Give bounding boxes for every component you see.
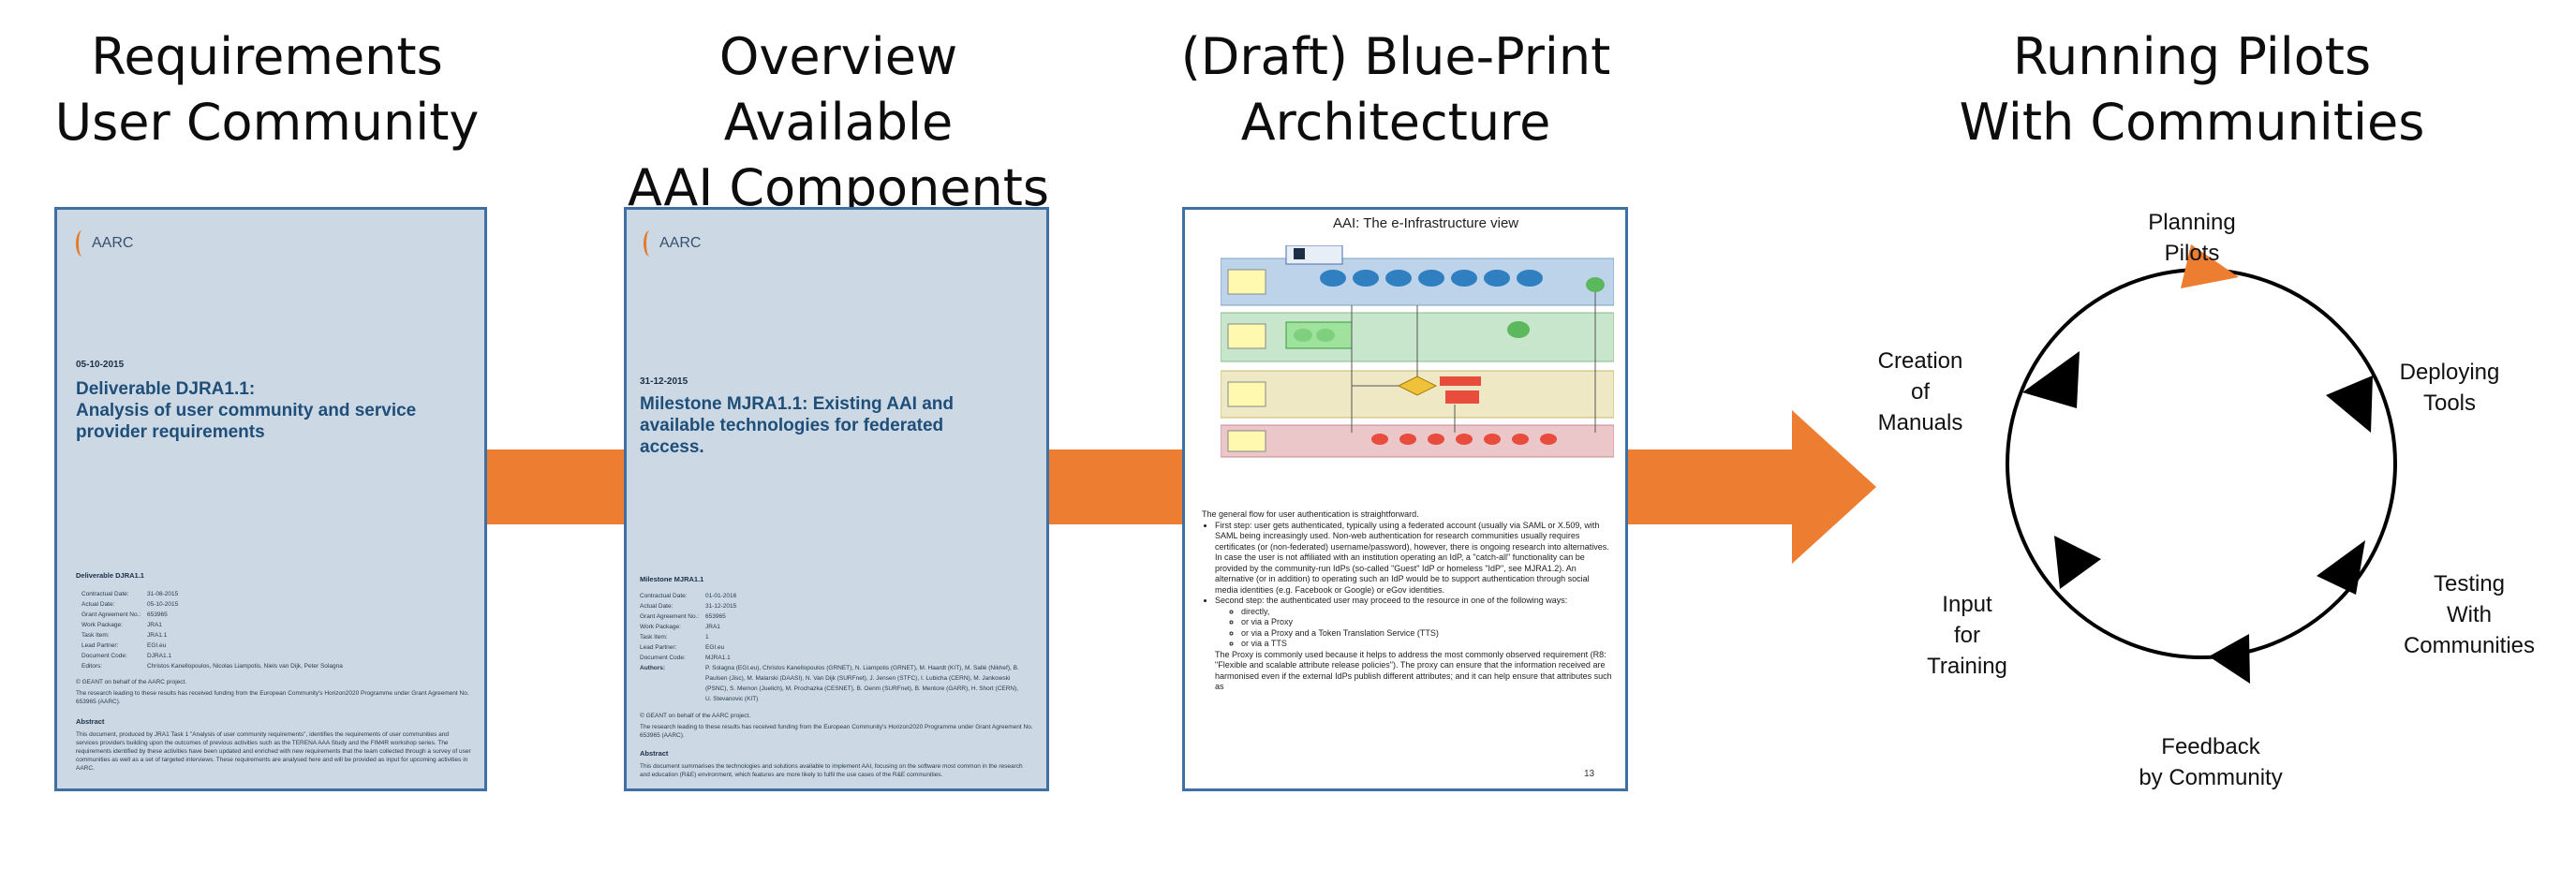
cycle-label-planning: Planning Pilots — [2148, 210, 2236, 266]
heading-requirements: Requirements User Community — [54, 27, 480, 152]
arrow-head — [1623, 410, 1876, 564]
cycle-marker-manuals — [2022, 351, 2080, 408]
architecture-sub-item: or via a Proxy — [1241, 617, 1614, 628]
arrow-segment-1 — [482, 449, 628, 524]
aarc-logo: AARC — [76, 230, 133, 257]
aarc-logo-icon — [76, 230, 88, 257]
aarc-logo-icon — [644, 230, 656, 257]
heading-pilots: Running Pilots With Communities — [1959, 27, 2425, 152]
doc-copyright: © GEANT on behalf of the AARC project. — [76, 679, 187, 685]
doc-funding: The research leading to these results ha… — [76, 690, 469, 705]
cycle-marker-input — [2054, 536, 2101, 589]
architecture-sub-item: or via a Proxy and a Token Translation S… — [1241, 628, 1614, 640]
architecture-intro: The general flow for user authentication… — [1202, 509, 1419, 519]
doc-date: 05-10-2015 — [76, 360, 125, 370]
doc-title: Deliverable DJRA1.1: Analysis of user co… — [76, 379, 417, 442]
cycle-marker-feedback — [2209, 634, 2250, 684]
architecture-diagram — [1221, 245, 1614, 458]
cycle-marker-deploying — [2326, 376, 2373, 433]
architecture-closing: The Proxy is commonly used because it he… — [1215, 649, 1612, 692]
doc-abstract: This document, produced by JRA1 Task 1 "… — [76, 731, 471, 772]
doc-meta-table: Contractual Date:01-01-2016 Actual Date:… — [640, 593, 1019, 702]
architecture-diagram-title: AAI: The e-Infrastructure view — [1333, 215, 1519, 231]
cycle-label-testing: Testing With Communities — [2403, 571, 2536, 658]
architecture-bullet-2: Second step: the authenticated user may … — [1215, 596, 1614, 607]
cycle-label-manuals: Creation of Manuals — [1877, 348, 1963, 435]
doc-funding: The research leading to these results ha… — [640, 724, 1033, 739]
architecture-bullet-1: First step: user gets authenticated, typ… — [1215, 521, 1614, 597]
page-number: 13 — [1584, 769, 1595, 779]
deliverable-djra1-1-document: AARC 05-10-2015 Deliverable DJRA1.1: Ana… — [54, 207, 487, 791]
architecture-text: The general flow for user authentication… — [1202, 509, 1614, 693]
doc-title: Milestone MJRA1.1: Existing AAI and avai… — [640, 394, 955, 457]
doc-copyright: © GEANT on behalf of the AARC project. — [640, 713, 751, 719]
milestone-mjra1-1-document: AARC 31-12-2015 Milestone MJRA1.1: Exist… — [624, 207, 1049, 791]
cycle-label-feedback: Feedback by Community — [2139, 734, 2283, 790]
doc-meta-table: Contractual Date:31-08-2015 Actual Date:… — [81, 591, 343, 670]
doc-abstract-label: Abstract — [640, 749, 669, 758]
cycle-marker-testing — [2317, 540, 2365, 595]
architecture-sub-item: or via a TTS — [1241, 639, 1614, 650]
pilot-cycle-diagram — [2006, 244, 2397, 684]
aarc-logo: AARC — [644, 230, 701, 257]
cycle-ring — [2006, 268, 2397, 659]
doc-date: 31-12-2015 — [640, 376, 688, 387]
doc-abstract-label: Abstract — [76, 717, 105, 726]
architecture-sub-item: directly, — [1241, 607, 1614, 618]
arrow-segment-2 — [1044, 449, 1185, 524]
cycle-marker-planning — [2181, 244, 2239, 288]
cycle-label-deploying: Deploying Tools — [2399, 360, 2500, 416]
heading-overview: Overview Available AAI Components — [627, 27, 1050, 217]
doc-subtitle: Deliverable DJRA1.1 — [76, 571, 144, 580]
cycle-label-input: Input for Training — [1927, 592, 2007, 679]
blueprint-architecture-page: AAI: The e-Infrastructure view — [1182, 207, 1628, 791]
heading-blueprint: (Draft) Blue-Print Architecture — [1180, 27, 1611, 152]
doc-subtitle: Milestone MJRA1.1 — [640, 575, 704, 583]
doc-abstract: This document summarises the technologie… — [640, 763, 1023, 778]
